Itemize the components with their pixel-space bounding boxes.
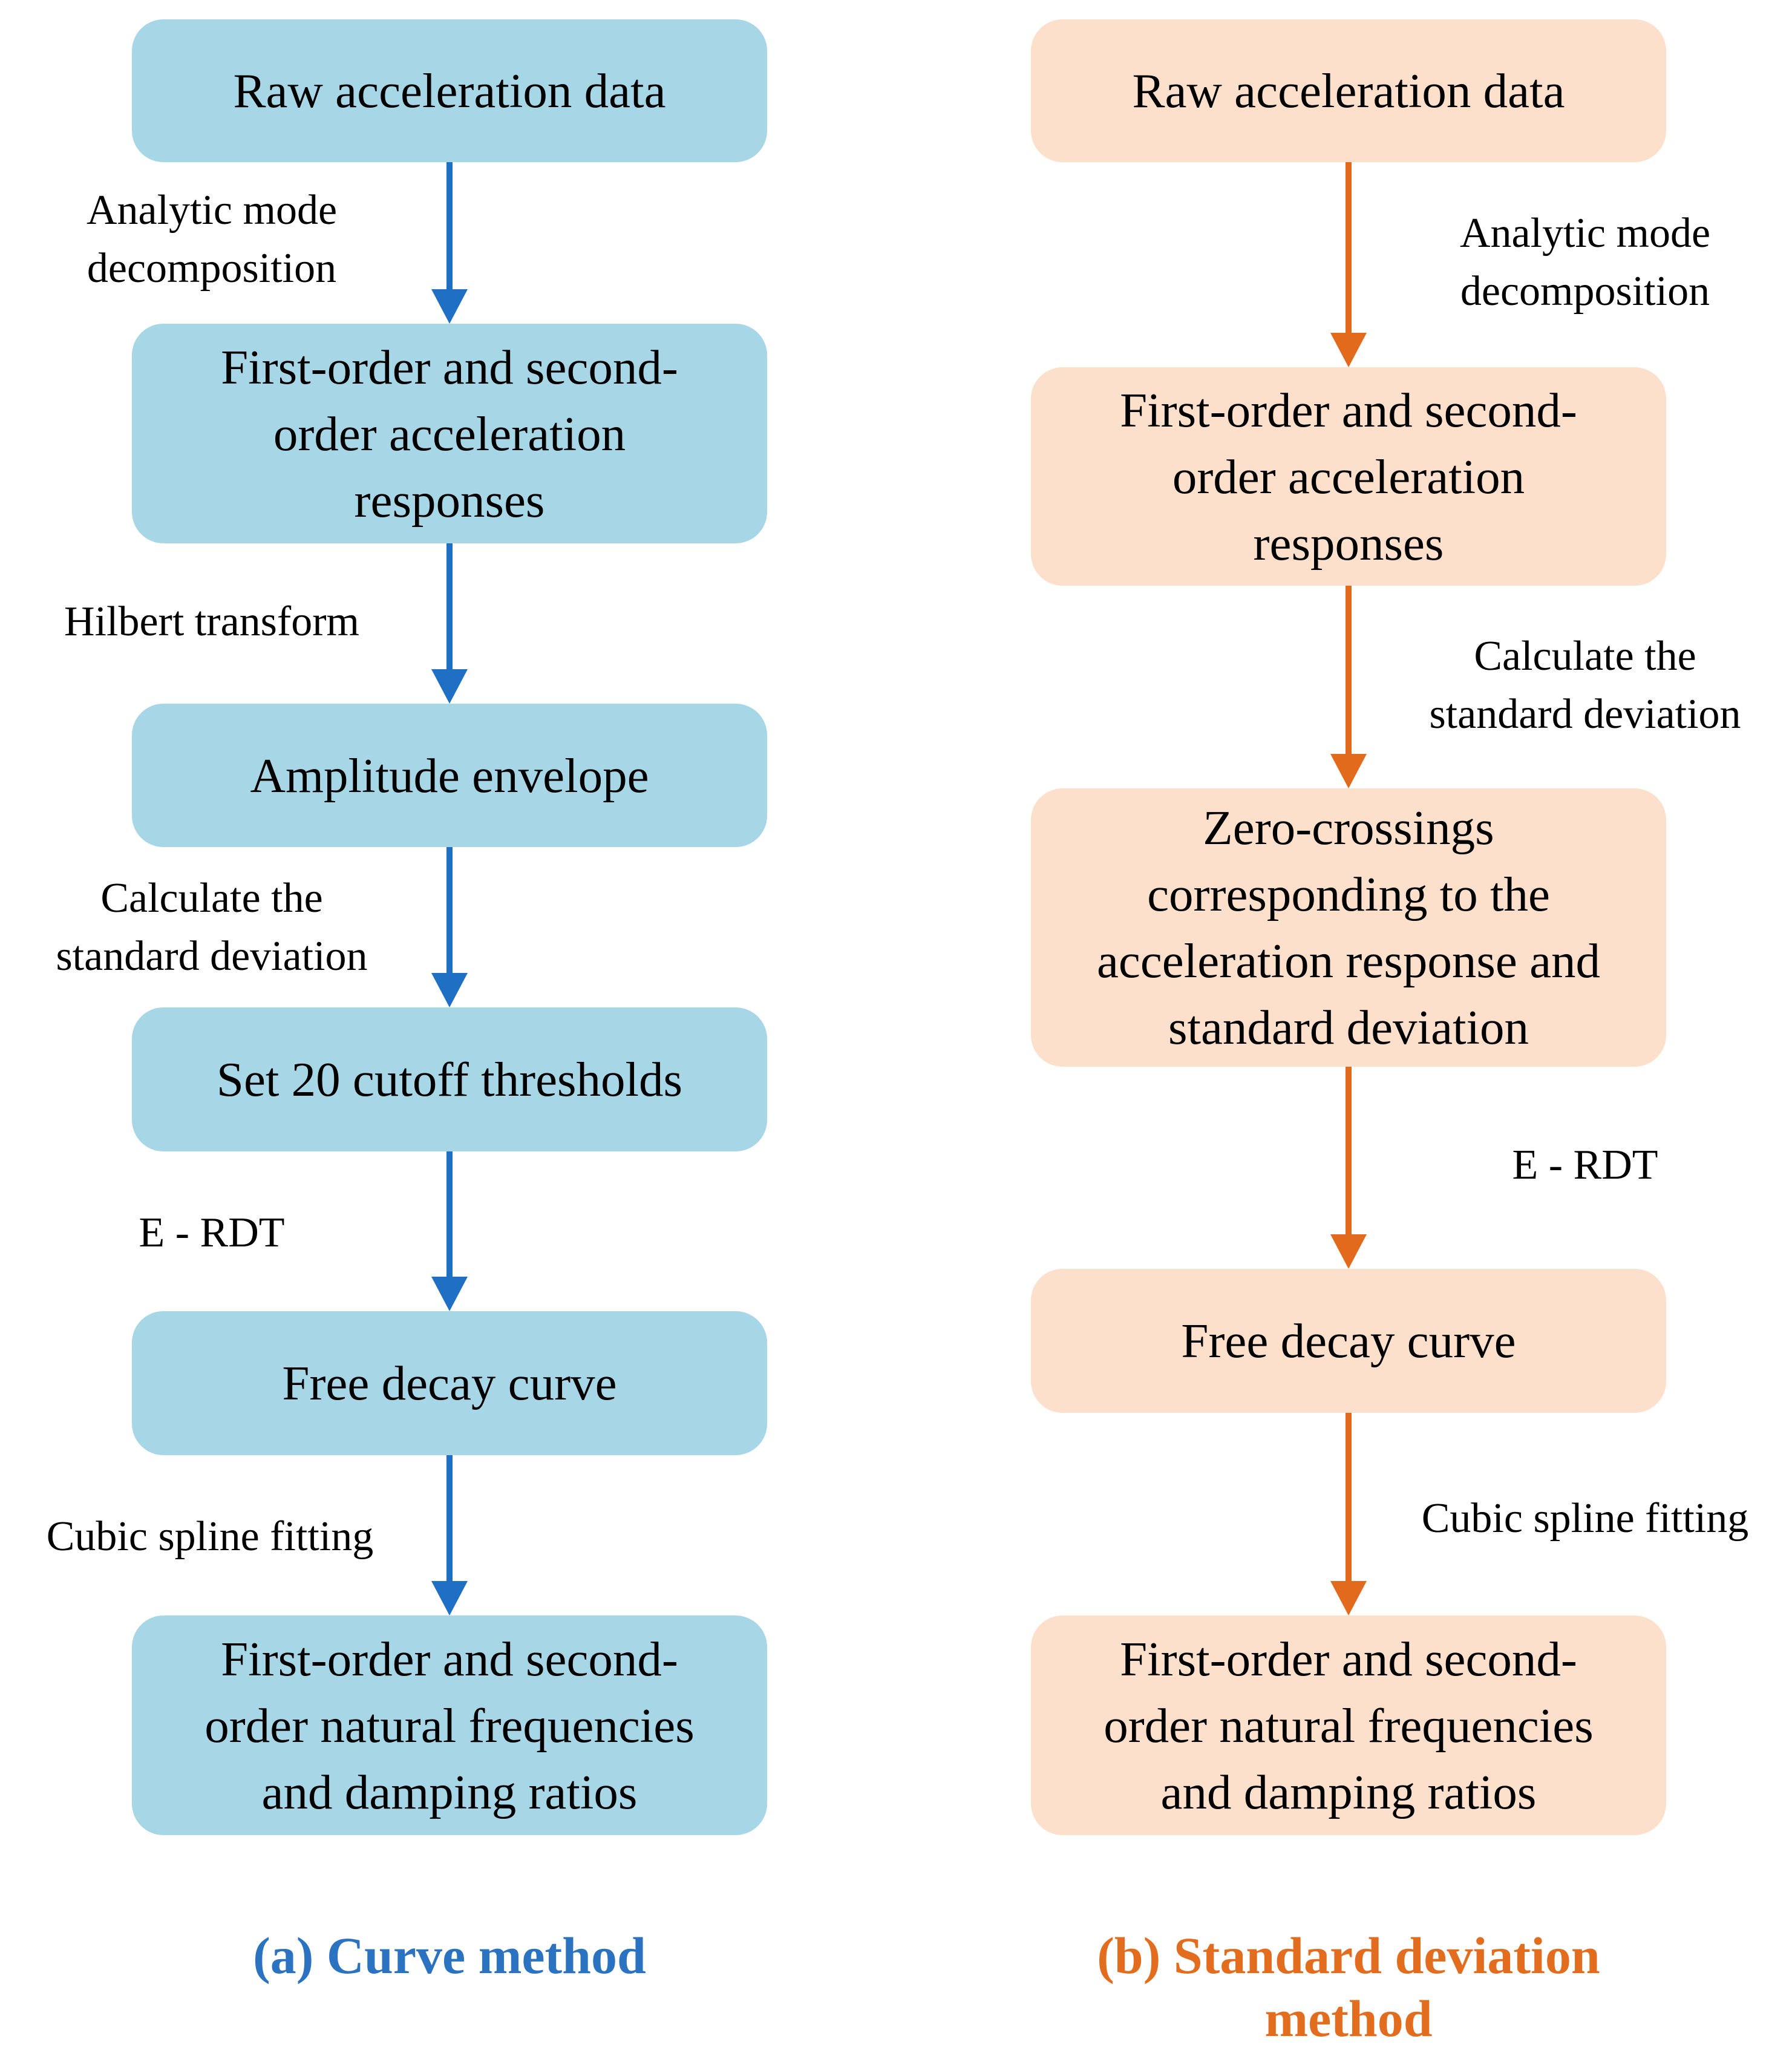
right-box-raw-data: Raw acceleration data bbox=[1031, 19, 1666, 162]
left-box-free-decay-curve: Free decay curve bbox=[132, 1311, 767, 1455]
left-edge-label-std: Calculate the standard deviation bbox=[56, 875, 368, 980]
left-edge-label-spline: Cubic spline fitting bbox=[46, 1513, 374, 1560]
right-edge-label-erdt: E - RDT bbox=[1512, 1142, 1658, 1188]
right-box-frequencies-damping: First-order and second- order natural fr… bbox=[1031, 1615, 1666, 1835]
left-box-frequencies-damping: First-order and second- order natural fr… bbox=[132, 1615, 767, 1835]
left-edge-label-erdt: E - RDT bbox=[139, 1210, 285, 1256]
right-edge-label-spline: Cubic spline fitting bbox=[1421, 1495, 1749, 1542]
left-arrowhead-2 bbox=[431, 669, 468, 704]
left-arrowhead-3 bbox=[431, 973, 468, 1007]
left-arrowhead-5 bbox=[431, 1581, 468, 1615]
right-arrowhead-1 bbox=[1330, 333, 1367, 367]
left-caption: (a) Curve method bbox=[253, 1926, 646, 1985]
right-arrowhead-4 bbox=[1330, 1581, 1367, 1615]
right-arrowhead-3 bbox=[1330, 1234, 1367, 1269]
left-arrows bbox=[431, 162, 468, 1615]
left-arrowhead-4 bbox=[431, 1277, 468, 1311]
right-edge-label-std: Calculate the standard deviation bbox=[1429, 633, 1741, 738]
left-box-raw-data: Raw acceleration data bbox=[132, 19, 767, 162]
left-box-acceleration-responses: First-order and second- order accelerati… bbox=[132, 324, 767, 543]
left-arrowhead-1 bbox=[431, 289, 468, 324]
right-edge-label-amd: Analytic mode decomposition bbox=[1459, 210, 1711, 315]
left-edge-label-amd: Analytic mode decomposition bbox=[86, 187, 338, 292]
right-arrows bbox=[1330, 162, 1367, 1615]
left-box-amplitude-envelope: Amplitude envelope bbox=[132, 704, 767, 847]
right-box-acceleration-responses: First-order and second- order accelerati… bbox=[1031, 367, 1666, 586]
right-box-free-decay-curve: Free decay curve bbox=[1031, 1269, 1666, 1413]
left-box-cutoff-thresholds: Set 20 cutoff thresholds bbox=[132, 1007, 767, 1151]
right-box-zero-crossings: Zero-crossings corresponding to the acce… bbox=[1031, 788, 1666, 1067]
right-caption: (b) Standard deviation method bbox=[1097, 1926, 1600, 2048]
right-arrowhead-2 bbox=[1330, 754, 1367, 788]
left-edge-label-hilbert: Hilbert transform bbox=[64, 598, 359, 645]
